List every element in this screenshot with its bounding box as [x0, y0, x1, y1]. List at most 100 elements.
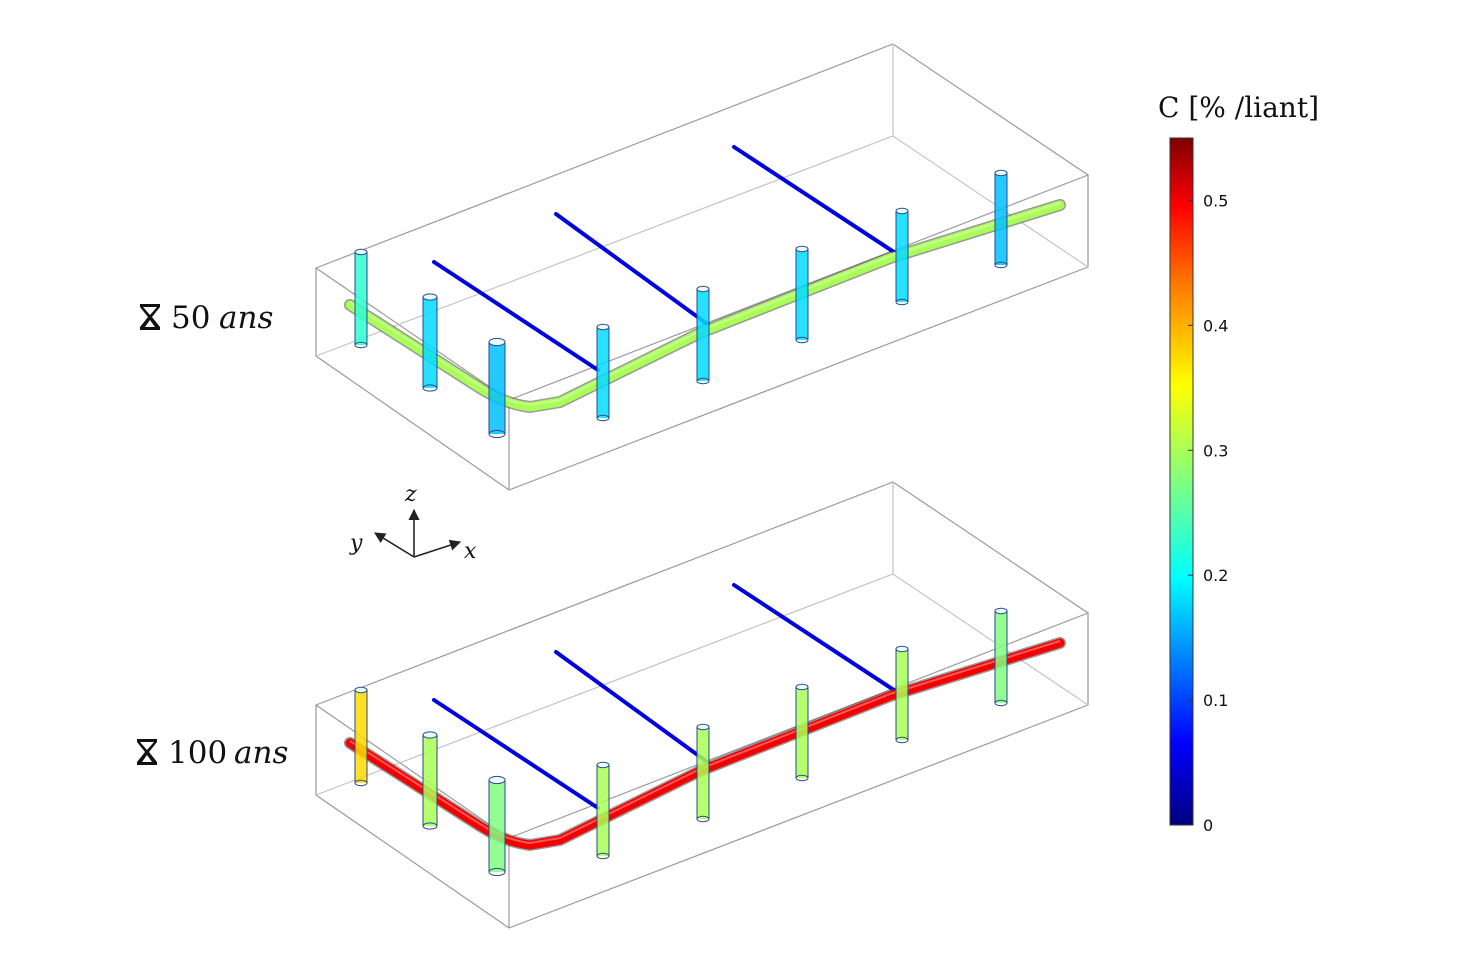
post-bottom-cap	[596, 414, 610, 422]
diagonal-wire	[554, 212, 712, 328]
panel-label: 100 ans	[137, 735, 288, 771]
post-top-cap	[994, 607, 1008, 615]
post-body	[697, 727, 709, 819]
post-bottom-cap	[994, 261, 1008, 269]
diagonal-wire	[432, 260, 600, 372]
vertical-posts	[354, 607, 1008, 877]
post-top-cap	[795, 245, 809, 253]
post-bottom-cap	[895, 736, 909, 744]
post-body	[423, 297, 437, 388]
vertical-posts	[354, 169, 1008, 439]
post	[596, 761, 610, 860]
pipe-body	[344, 199, 1066, 413]
axis-label-z: z	[404, 482, 417, 507]
post-body	[355, 252, 367, 345]
panel-label-number: 100	[168, 735, 227, 771]
post-bottom-cap	[596, 852, 610, 860]
post-top-cap	[422, 731, 438, 739]
post-top-cap	[596, 323, 610, 331]
post	[488, 775, 506, 877]
post	[994, 607, 1008, 707]
main-pipe	[344, 199, 1066, 413]
colorbar-tick-label: 0.4	[1203, 316, 1228, 335]
post-top-cap	[895, 645, 909, 653]
post-body	[896, 649, 908, 740]
post-bottom-cap	[354, 341, 368, 349]
axis-label-x: x	[464, 539, 477, 564]
panel-100-ans: 100 ans	[137, 481, 1090, 929]
colorbar-ticks: 0.50.40.30.20.10	[1188, 191, 1228, 835]
pipe-highlight	[349, 202, 1061, 407]
post-body	[489, 342, 505, 434]
post	[994, 169, 1008, 269]
post-bottom-cap	[795, 774, 809, 782]
post-bottom-cap	[354, 779, 368, 787]
diagonal-wire	[432, 698, 600, 810]
post-top-cap	[488, 775, 506, 785]
post	[354, 248, 368, 349]
post-bottom-cap	[795, 336, 809, 344]
panel-label: 50 ans	[140, 300, 273, 336]
diagonal-wire	[732, 145, 902, 258]
diagonal-wire	[554, 650, 712, 766]
post-bottom-cap	[422, 822, 438, 830]
pipe-body	[344, 637, 1066, 851]
post-top-cap	[696, 723, 710, 731]
panel-label-unit: ans	[219, 300, 273, 336]
colorbar-tick-label: 0.3	[1203, 441, 1228, 460]
post-top-cap	[354, 248, 368, 256]
hourglass-icon	[137, 739, 157, 765]
post-bottom-cap	[994, 699, 1008, 707]
post-body	[597, 327, 609, 418]
post-top-cap	[422, 293, 438, 301]
post-bottom-cap	[895, 298, 909, 306]
post	[488, 337, 506, 439]
post-top-cap	[795, 683, 809, 691]
post-top-cap	[596, 761, 610, 769]
post	[422, 731, 438, 830]
colorbar-tick-label: 0.5	[1203, 191, 1228, 210]
post	[354, 686, 368, 787]
post-bottom-cap	[696, 815, 710, 823]
post-top-cap	[994, 169, 1008, 177]
post-body	[697, 289, 709, 381]
post-bottom-cap	[696, 377, 710, 385]
post	[895, 207, 909, 306]
post	[696, 723, 710, 823]
x-axis-arrow	[413, 539, 462, 558]
post	[422, 293, 438, 392]
post-body	[355, 690, 367, 783]
post-top-cap	[488, 337, 506, 347]
box-wireframe	[314, 481, 1090, 929]
post-body	[489, 780, 505, 872]
post	[795, 683, 809, 782]
post-body	[423, 735, 437, 826]
colorbar-gradient	[1169, 137, 1194, 826]
axis-triad	[374, 508, 462, 558]
diagonal-wires	[432, 145, 902, 372]
post	[696, 285, 710, 385]
post-bottom-cap	[422, 384, 438, 392]
post-bottom-cap	[488, 429, 506, 439]
colorbar-tick-label: 0.1	[1203, 691, 1228, 710]
pipe-fill	[345, 638, 1065, 850]
post-body	[896, 211, 908, 302]
post-top-cap	[895, 207, 909, 215]
colorbar-title: C [% /liant]	[1158, 91, 1319, 124]
post	[596, 323, 610, 422]
pipe-highlight	[349, 640, 1061, 845]
post-body	[796, 249, 808, 340]
main-pipe	[344, 637, 1066, 851]
panel-50-ans: 50 ans	[140, 43, 1090, 491]
post-top-cap	[354, 686, 368, 694]
axis-label-y: y	[349, 531, 363, 556]
post-body	[995, 611, 1007, 703]
post-body	[597, 765, 609, 856]
diagonal-wire	[732, 583, 902, 696]
panel-label-number: 50	[171, 300, 210, 336]
post-bottom-cap	[488, 867, 506, 877]
post	[895, 645, 909, 744]
post-body	[796, 687, 808, 778]
pipe-fill	[345, 200, 1065, 412]
